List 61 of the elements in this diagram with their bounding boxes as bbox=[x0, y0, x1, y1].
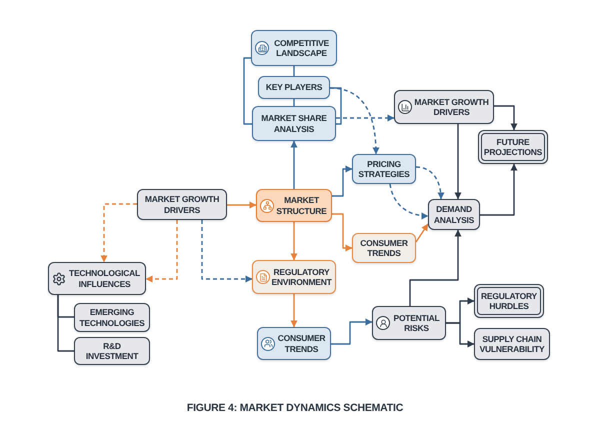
connector-line bbox=[243, 57, 252, 125]
box-label: REGULATORY HURDLES bbox=[480, 290, 538, 312]
arrow bbox=[409, 230, 462, 306]
dashed-arrow bbox=[201, 220, 252, 282]
arrow bbox=[415, 224, 429, 242]
arrow bbox=[331, 318, 372, 345]
process-box bbox=[474, 328, 550, 360]
box-label: DEMAND ANALYSIS bbox=[433, 204, 475, 225]
process-box bbox=[74, 337, 150, 365]
box-label: CONSUMER TRENDS bbox=[277, 333, 326, 354]
dashed-arrow bbox=[389, 184, 428, 220]
box-label: MARKET GROWTH DRIVERS bbox=[414, 96, 489, 118]
box-label: R&D INVESTMENT bbox=[84, 340, 140, 362]
dashed-arrow bbox=[146, 220, 178, 282]
process-box bbox=[352, 233, 416, 263]
box-label: SUPPLY CHAIN VULNERABILITY bbox=[479, 334, 545, 354]
process-box bbox=[372, 306, 446, 340]
box-label: POTENTIAL RISKS bbox=[392, 312, 440, 334]
box-label: COMPETITIVE LANDSCAPE bbox=[273, 38, 330, 58]
box-label: PRICING STRATEGIES bbox=[357, 158, 411, 180]
box-label: TECHNOLOGICAL INFLUENCES bbox=[68, 268, 141, 289]
arrow bbox=[332, 166, 352, 197]
arrow bbox=[454, 124, 462, 200]
process-box bbox=[252, 260, 336, 294]
process-box bbox=[478, 130, 548, 164]
connector-line bbox=[57, 295, 74, 352]
process-box bbox=[258, 76, 330, 99]
box-label: EMERGING TECHNOLOGIES bbox=[79, 307, 145, 328]
arrow bbox=[290, 222, 298, 260]
process-box bbox=[474, 284, 544, 318]
process-box bbox=[257, 327, 331, 360]
process-box bbox=[252, 106, 336, 141]
process-box bbox=[428, 199, 480, 230]
arrow bbox=[290, 140, 298, 189]
box-label: KEY PLAYERS bbox=[266, 82, 322, 93]
arrow bbox=[480, 164, 518, 216]
process-box bbox=[251, 30, 337, 66]
box-label: MARKET SHARE ANALYSIS bbox=[260, 113, 328, 134]
process-box bbox=[74, 303, 150, 332]
process-box bbox=[137, 189, 227, 220]
connector-line bbox=[330, 87, 342, 125]
arrow bbox=[446, 322, 474, 348]
process-box bbox=[394, 90, 494, 124]
box-label: REGULATORY ENVIRONMENT bbox=[271, 266, 332, 288]
arrow bbox=[494, 105, 518, 130]
process-box bbox=[256, 189, 332, 222]
dashed-arrow bbox=[336, 114, 394, 122]
connector-line bbox=[293, 66, 295, 76]
process-box bbox=[352, 154, 416, 184]
dashed-arrow bbox=[100, 203, 137, 262]
box-label: MARKET STRUCTURE bbox=[276, 195, 327, 216]
dashed-arrow bbox=[330, 87, 380, 154]
arrow bbox=[332, 213, 352, 252]
figure-caption: FIGURE 4: MARKET DYNAMICS SCHEMATIC bbox=[186, 402, 404, 414]
box-label: MARKET GROWTH DRIVERS bbox=[144, 194, 220, 215]
arrow bbox=[227, 202, 256, 208]
dashed-arrow bbox=[416, 166, 444, 200]
box-label: FUTURE PROJECTIONS bbox=[483, 136, 543, 158]
box-label: CONSUMER TRENDS bbox=[359, 238, 409, 258]
arrow bbox=[290, 294, 298, 328]
process-box bbox=[48, 262, 146, 295]
